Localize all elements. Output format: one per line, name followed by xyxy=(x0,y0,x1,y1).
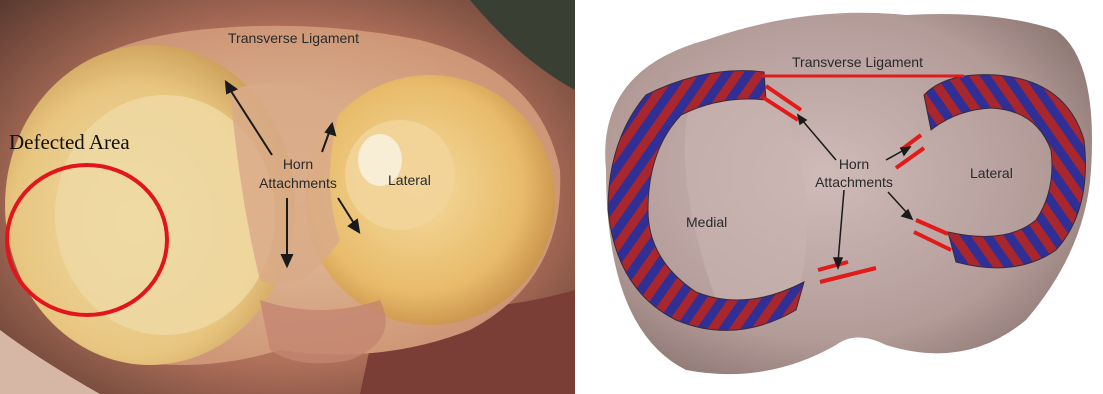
defected-area-label: Defected Area xyxy=(9,130,130,154)
tibial-plateau-model: Transverse Ligament Horn Attachments Med… xyxy=(586,0,1103,394)
tibial-plateau-photo: Transverse Ligament Horn Attachments Lat… xyxy=(0,0,575,394)
attachments-label: Attachments xyxy=(809,174,899,190)
lateral-label: Lateral xyxy=(388,172,431,188)
transverse-ligament-label: Transverse Ligament xyxy=(792,54,923,70)
horn-label: Horn xyxy=(824,156,884,172)
horn-label: Horn xyxy=(262,156,334,172)
tibial-plateau-illustration xyxy=(0,0,575,394)
attachments-label: Attachments xyxy=(253,175,343,191)
lateral-label: Lateral xyxy=(970,165,1013,181)
medial-label: Medial xyxy=(686,214,727,230)
transverse-ligament-label: Transverse Ligament xyxy=(228,30,359,46)
